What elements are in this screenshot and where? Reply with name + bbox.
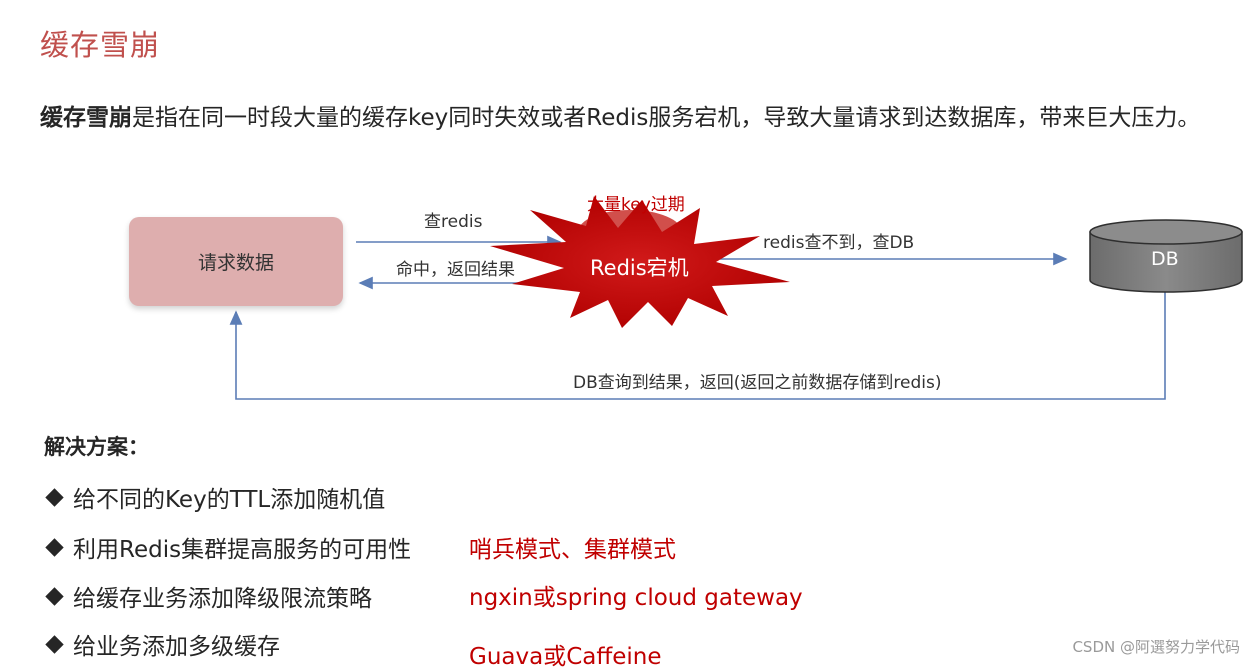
solution-text: 利用Redis集群提高服务的可用性 — [73, 537, 412, 563]
request-data-label: 请求数据 — [197, 252, 274, 274]
intro-term: 缓存雪崩 — [40, 105, 132, 131]
solutions-heading: 解决方案： — [44, 435, 149, 459]
request-data-box: 请求数据 — [129, 217, 343, 306]
intro-text: 是指在同一时段大量的缓存key同时失效或者Redis服务宕机，导致大量请求到达数… — [132, 105, 1201, 131]
solution-text: 给缓存业务添加降级限流策略 — [73, 586, 372, 612]
solution-item: 给不同的Key的TTL添加随机值 — [44, 480, 385, 514]
label-hit-return: 命中，返回结果 — [396, 260, 515, 280]
solution-text: 给不同的Key的TTL添加随机值 — [73, 487, 386, 513]
db-label: DB — [1151, 248, 1179, 270]
diamond-bullet-icon — [45, 537, 64, 557]
solution-note: ngxin或spring cloud gateway — [469, 585, 803, 611]
redis-down-burst — [490, 196, 790, 328]
page-title: 缓存雪崩 — [40, 28, 161, 62]
label-redis-miss-query-db: redis查不到，查DB — [763, 233, 915, 253]
label-query-redis: 查redis — [424, 212, 483, 232]
intro-paragraph: 缓存雪崩是指在同一时段大量的缓存key同时失效或者Redis服务宕机，导致大量请… — [40, 98, 1200, 132]
solution-note: 哨兵模式、集群模式 — [469, 537, 676, 563]
label-many-keys-expired: 大量key过期 — [587, 195, 685, 215]
diamond-bullet-icon — [45, 634, 64, 654]
solution-item: 利用Redis集群提高服务的可用性 — [44, 530, 411, 564]
label-redis-down: Redis宕机 — [590, 256, 689, 280]
solution-note: Guava或Caffeine — [469, 644, 662, 670]
solution-item: 给缓存业务添加降级限流策略 — [44, 579, 372, 613]
solution-text: 给业务添加多级缓存 — [73, 634, 280, 660]
db-cylinder — [1089, 219, 1243, 293]
diamond-bullet-icon — [45, 487, 64, 507]
arrow-db-return — [229, 290, 1166, 400]
label-db-return: DB查询到结果，返回(返回之前数据存储到redis) — [573, 373, 942, 393]
watermark: CSDN @阿選努力学代码 — [1072, 638, 1240, 656]
diamond-bullet-icon — [45, 586, 64, 606]
solution-item: 给业务添加多级缓存 — [44, 627, 280, 661]
